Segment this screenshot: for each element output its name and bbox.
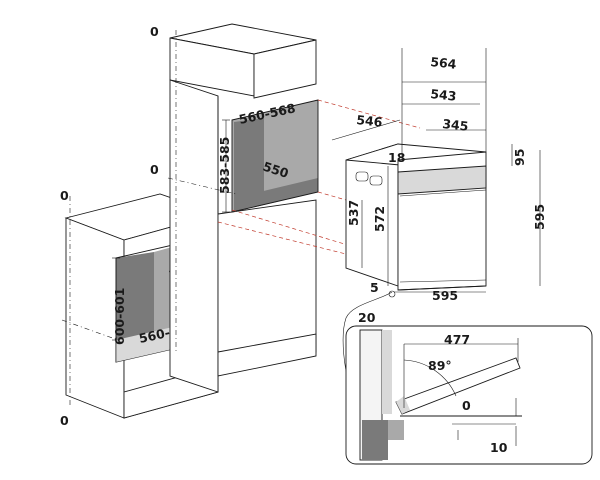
oven-depth-body: 543 <box>430 86 458 104</box>
oven-height-total: 595 <box>532 204 547 230</box>
tall-height-label: 583-585 <box>217 137 232 194</box>
uc-zero-bottom: 0 <box>60 413 69 428</box>
oven-depth-top: 345 <box>442 116 470 134</box>
oven-height-body: 572 <box>372 206 387 232</box>
oven-front-offset: 18 <box>388 150 405 165</box>
tall-cabinet <box>167 23 319 393</box>
projection-lines <box>217 99 421 257</box>
oven-depth-side: 546 <box>356 112 384 130</box>
tall-zero-mid: 0 <box>150 162 159 177</box>
detail-offset-zero: 0 <box>462 398 471 413</box>
oven-height-inner: 537 <box>346 200 361 226</box>
detail-offset-ten: 10 <box>490 440 508 455</box>
uc-zero-top: 0 <box>60 188 69 203</box>
detail-door-depth: 477 <box>444 332 470 347</box>
oven-panel-height: 95 <box>512 149 527 166</box>
oven-gap-side: 20 <box>358 310 376 325</box>
oven-dimension-lines <box>331 48 541 293</box>
oven-body <box>345 143 487 291</box>
uc-height-label: 600-601 <box>112 288 127 345</box>
detail-door-angle: 89° <box>428 358 452 373</box>
door-detail-inset <box>345 325 593 465</box>
tall-zero-top: 0 <box>150 24 159 39</box>
oven-depth-total: 564 <box>430 54 458 72</box>
oven-gap-bottom: 5 <box>370 280 379 295</box>
oven-width: 595 <box>432 288 458 303</box>
